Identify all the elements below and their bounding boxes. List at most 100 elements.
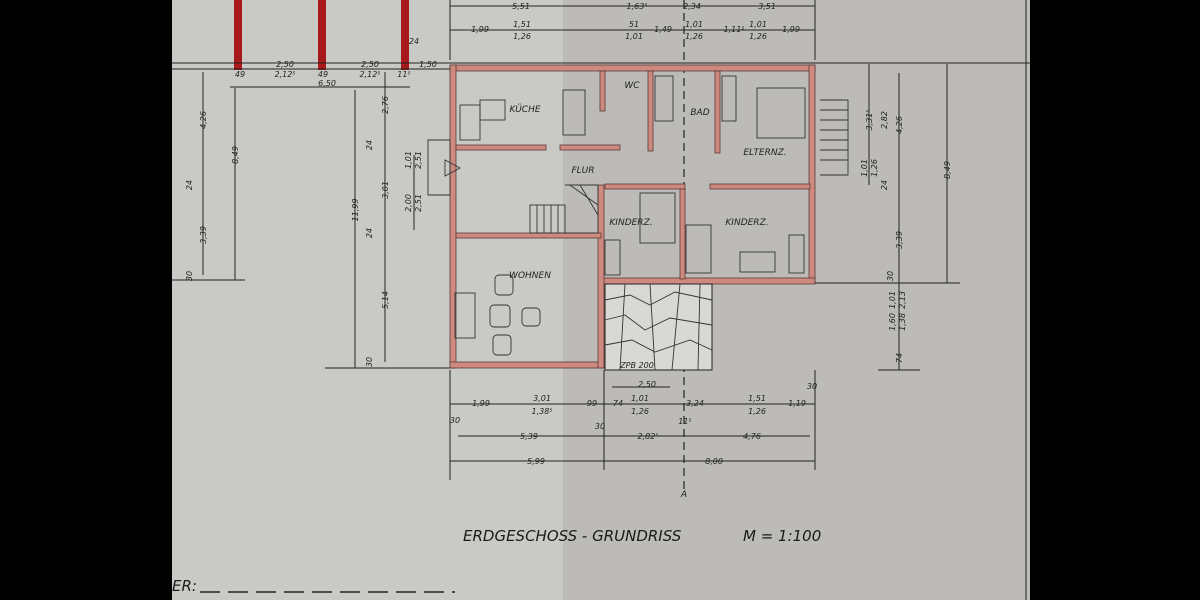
dimension-left: 8,49 xyxy=(231,146,240,164)
dimension-left: 2,51 xyxy=(414,194,423,212)
plan-labels: KÜCHE WC BAD ELTERNZ. FLUR KINDERZ. KINDERZ. WO… xyxy=(509,81,787,500)
dimension-bottom: 5,39 xyxy=(520,432,538,441)
dimension-bottom: 30 xyxy=(450,416,460,425)
dimension-garage: 6,50 xyxy=(318,79,336,88)
dimension-top: 1,99 xyxy=(782,25,800,34)
dimension-right: 8,49 xyxy=(943,161,952,179)
furniture xyxy=(454,75,806,356)
dimension-top: 2,34 xyxy=(683,2,701,11)
room-label: FLUR xyxy=(571,166,594,176)
dimension-top: 1,26 xyxy=(513,32,531,41)
dimension-left: 2,00 xyxy=(404,194,413,212)
dimension-left: 4,26 xyxy=(199,111,208,129)
room-label: KINDERZ. xyxy=(725,218,768,228)
dimension-bottom: 2,82⁵ xyxy=(637,432,658,441)
dimension-left: 30 xyxy=(365,357,374,367)
dimension-right: 1,01 xyxy=(888,291,897,309)
dimension-garage: 11⁵ xyxy=(397,70,410,79)
dimension-bottom: 4,76 xyxy=(743,432,761,441)
dimension-bottom: 1,99 xyxy=(472,399,490,408)
room-label: WC xyxy=(624,81,640,91)
dimension-top: 51 xyxy=(629,20,639,29)
terrace-label: ZPB 200 xyxy=(619,361,654,370)
dimension-right: 2,13 xyxy=(898,291,907,309)
dimension-bottom: 30 xyxy=(807,382,817,391)
dimension-top: 1,01 xyxy=(685,20,703,29)
dimension-left: 11,99 xyxy=(351,199,360,222)
dimension-right: 2,82 xyxy=(880,111,889,129)
drawing-title: ERDGESCHOSS - GRUNDRISS xyxy=(463,527,682,545)
dimension-garage: 49 xyxy=(318,70,328,79)
dimension-garage: 2,12⁵ xyxy=(359,70,380,79)
dimension-garage: 2,12⁵ xyxy=(274,70,295,79)
section-marker-a: A xyxy=(680,490,687,500)
dimension-bottom: 3,01 xyxy=(533,394,551,403)
staircase xyxy=(427,99,849,234)
room-label: WOHNEN xyxy=(509,271,551,281)
dimension-top: 1,11⁵ xyxy=(723,25,744,34)
dimension-right: 4,26 xyxy=(895,116,904,134)
dimension-garage: 49 xyxy=(235,70,245,79)
dimension-top: 1,01 xyxy=(749,20,767,29)
dimension-left: 3,39 xyxy=(199,226,208,244)
dimension-bottom: 74 xyxy=(613,399,623,408)
dimension-garage: 1,50 xyxy=(419,60,437,69)
dimension-top: 1,63⁵ xyxy=(626,2,647,11)
field-label: ER: xyxy=(172,577,197,595)
building-walls xyxy=(449,64,816,369)
dimension-left: 30 xyxy=(185,271,194,281)
dimension-left: 24 xyxy=(365,228,374,238)
dimension-bottom: 30 xyxy=(595,422,605,431)
dimension-left: 24 xyxy=(185,180,194,190)
dimension-right: 1,60 xyxy=(888,313,897,331)
dimension-bottom: 99 xyxy=(587,399,597,408)
dimension-bottom: 3,24 xyxy=(686,399,704,408)
dimension-right: 24 xyxy=(880,180,889,190)
dimension-right: 1,38 xyxy=(898,313,907,331)
dimension-bottom: 11⁵ xyxy=(678,417,691,426)
dimension-left: 2,51 xyxy=(414,151,423,169)
dimension-right: 1,01 xyxy=(860,159,869,177)
dimension-garage: 2,50 xyxy=(361,60,379,69)
dimension-bottom: 1,26 xyxy=(748,407,766,416)
dimension-top: 1,26 xyxy=(685,32,703,41)
terrace-paving xyxy=(604,283,713,371)
dimension-bottom: 1,38⁵ xyxy=(531,407,552,416)
room-label: ELTERNZ. xyxy=(743,148,786,158)
room-label: KINDERZ. xyxy=(609,218,652,228)
dimension-bottom: 1,51 xyxy=(748,394,766,403)
dimension-texts: 5,51 1,63⁵ 2,34 3,51 1,99 1,51 1,26 51 1,01 1,49 1… xyxy=(185,2,952,466)
dimension-left: 3,01 xyxy=(381,181,390,199)
drawing-scale: M = 1:100 xyxy=(743,527,821,545)
dimension-top: 3,51 xyxy=(758,2,776,11)
dimension-right: 74 xyxy=(895,353,904,363)
dimension-bottom: 1,19 xyxy=(788,399,806,408)
dimension-garage: 2,50 xyxy=(276,60,294,69)
dimension-top: 5,51 xyxy=(512,2,530,11)
dimension-bottom: 2,50 xyxy=(638,380,656,389)
dimension-lines xyxy=(172,0,960,490)
dimension-top: 1,99 xyxy=(471,25,489,34)
dimension-left: 2,76 xyxy=(381,96,390,114)
dimension-bottom: 1,26 xyxy=(631,407,649,416)
dimension-top: 1,26 xyxy=(749,32,767,41)
dimension-right: 30 xyxy=(886,271,895,281)
dimension-top: 1,01 xyxy=(625,32,643,41)
dimension-top: 1,49 xyxy=(654,25,672,34)
dimension-bottom: 8,00 xyxy=(705,457,723,466)
dimension-left: 5,14 xyxy=(381,291,390,309)
dimension-bottom: 5,99 xyxy=(527,457,545,466)
dimension-right: 3,31⁵ xyxy=(865,109,874,130)
dimension-garage: 24 xyxy=(409,37,419,46)
dimension-bottom: 1,01 xyxy=(631,394,649,403)
room-label: KÜCHE xyxy=(509,104,540,115)
room-label: BAD xyxy=(690,108,709,118)
garage xyxy=(172,0,1030,88)
dimension-left: 1,01 xyxy=(404,151,413,169)
dimension-right: 3,39 xyxy=(895,231,904,249)
dimension-right: 1,26 xyxy=(870,159,879,177)
dimension-top: 1,51 xyxy=(513,20,531,29)
dimension-left: 24 xyxy=(365,140,374,150)
